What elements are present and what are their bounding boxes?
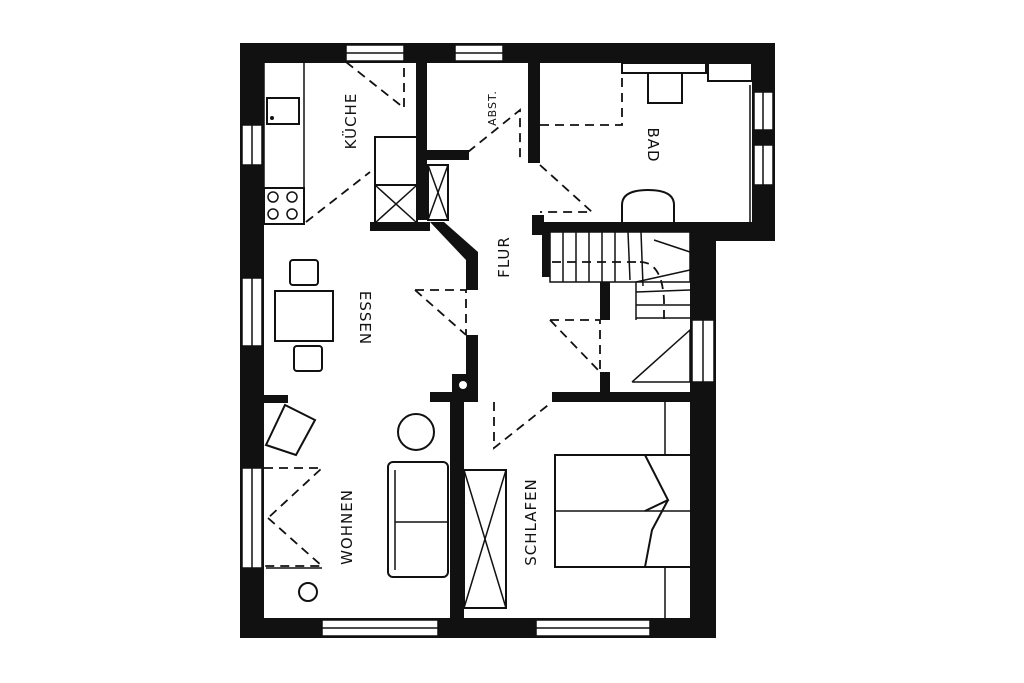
armchair-icon — [264, 403, 317, 457]
room-label-schlafen: SCHLAFEN — [522, 478, 540, 566]
cabinet-icon — [374, 184, 418, 224]
interior-walls — [262, 55, 692, 626]
room-label-wohnen: WOHNEN — [338, 489, 356, 565]
room-label-essen: ESSEN — [356, 291, 374, 345]
room-labels: KÜCHE ABST. BAD FLUR ESSEN WOHNEN SCHLAF… — [338, 90, 662, 566]
lamp-icon — [298, 582, 318, 602]
chair-icon — [289, 259, 319, 286]
shower-tray-icon — [621, 188, 675, 222]
door-swings — [264, 61, 691, 567]
bath-fixtures — [621, 62, 753, 222]
toilet-icon — [647, 72, 683, 104]
room-label-abst: ABST. — [486, 90, 499, 126]
dining-furniture — [274, 259, 334, 372]
sofa-icon — [387, 461, 449, 578]
wardrobe-icon — [463, 469, 507, 609]
living-furniture — [264, 403, 449, 602]
kitchen-fixtures — [263, 61, 449, 225]
room-label-bad: BAD — [644, 127, 662, 162]
sink-icon — [266, 97, 300, 125]
room-label-kueche: KÜCHE — [341, 93, 360, 150]
room-label-flur: FLUR — [495, 236, 513, 278]
stairs — [549, 231, 691, 320]
staircase-icon — [549, 231, 691, 320]
stove-icon — [263, 187, 305, 225]
chair-icon — [293, 345, 323, 372]
side-table-icon — [397, 413, 435, 451]
windows — [241, 44, 774, 637]
bedroom-furniture — [463, 402, 694, 618]
dining-table-icon — [274, 290, 334, 342]
